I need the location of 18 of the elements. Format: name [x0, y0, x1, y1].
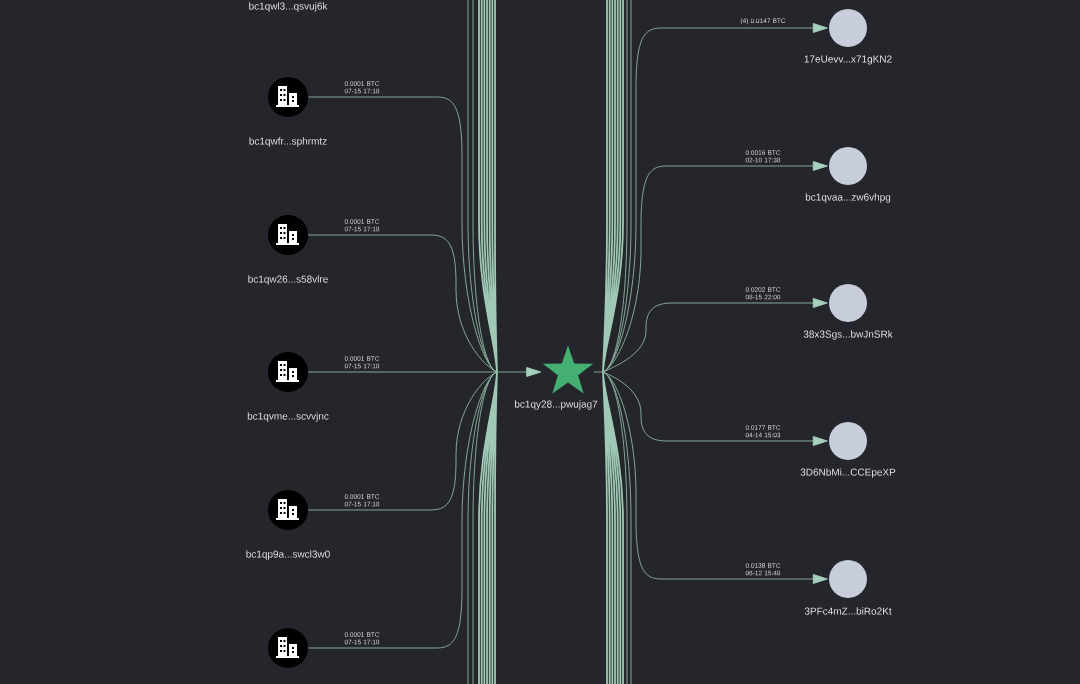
address-label: bc1qvaa...zw6vhpg [805, 193, 891, 203]
arrow [602, 371, 828, 446]
address-label: 3D6NbMi...CCEpeXP [800, 468, 896, 478]
address-label: bc1qw26...s58vlre [248, 275, 328, 285]
address-label: 17eUevv...x71gKN2 [804, 55, 892, 65]
address-label: bc1qwl3...qsvuj6k [249, 2, 328, 12]
address-label: 38x3Sgs...bwJnSRk [803, 330, 893, 340]
connector-line [593, 371, 604, 373]
connector-line [307, 371, 498, 373]
address-label: 3PFc4mZ...biRo2Kt [804, 607, 892, 615]
line-bundle [478, 371, 498, 684]
address-label: bc1qwfr...sphrmtz [249, 137, 327, 147]
address-label: bc1qy28...pwujag7 [514, 400, 598, 410]
arrow [496, 367, 542, 377]
arrow [602, 298, 828, 373]
address-label: bc1qp9a...swcl3w0 [246, 550, 330, 560]
address-label: bc1qvme...scvvjnc [247, 412, 329, 422]
line-bundle [478, 0, 498, 373]
